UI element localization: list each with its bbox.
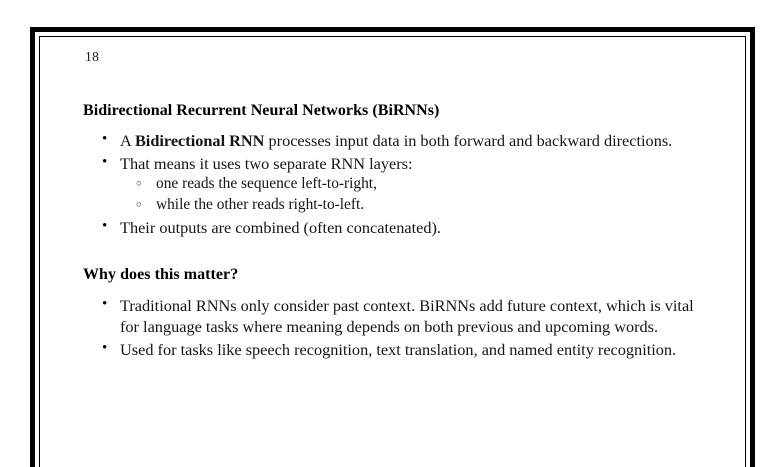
bullet-text-lead: A — [120, 130, 135, 150]
bullet-list-why-matter: Traditional RNNs only consider past cont… — [83, 294, 716, 361]
list-item: Their outputs are combined (often concat… — [83, 216, 716, 239]
section-heading-why-matter: Why does this matter? — [83, 265, 239, 283]
sub-bullet-text: while the other reads right-to-left. — [156, 196, 365, 214]
list-item: Traditional RNNs only consider past cont… — [83, 294, 716, 338]
bullet-text-bold: Bidirectional RNN — [134, 130, 265, 150]
bullet-text: That means it uses two separate RNN laye… — [120, 153, 413, 173]
document-page-body: 18 Bidirectional Recurrent Neural Networ… — [35, 32, 750, 467]
section-heading-birnns: Bidirectional Recurrent Neural Networks … — [83, 101, 440, 119]
sub-bullet-list: one reads the sequence left-to-right, wh… — [120, 174, 716, 216]
bullet-list-birnns: A Bidirectional RNN processes input data… — [83, 129, 716, 239]
list-item: Used for tasks like speech recognition, … — [83, 338, 716, 361]
page-frame-inner-rule — [39, 36, 746, 467]
page-frame-outer-rule: 18 Bidirectional Recurrent Neural Networ… — [30, 27, 755, 467]
list-item: A Bidirectional RNN processes input data… — [83, 129, 716, 152]
page-number: 18 — [85, 49, 100, 64]
bullet-text-rest: processes input data in both forward and… — [264, 130, 673, 150]
sub-bullet-text: one reads the sequence left-to-right, — [156, 175, 377, 193]
sub-list-item: one reads the sequence left-to-right, — [120, 174, 716, 195]
sub-list-item: while the other reads right-to-left. — [120, 195, 716, 216]
bullet-text: Their outputs are combined (often concat… — [120, 218, 441, 238]
bullet-text: Used for tasks like speech recognition, … — [120, 340, 677, 360]
bullet-text: Traditional RNNs only consider past cont… — [120, 295, 694, 337]
list-item: That means it uses two separate RNN laye… — [83, 152, 716, 217]
